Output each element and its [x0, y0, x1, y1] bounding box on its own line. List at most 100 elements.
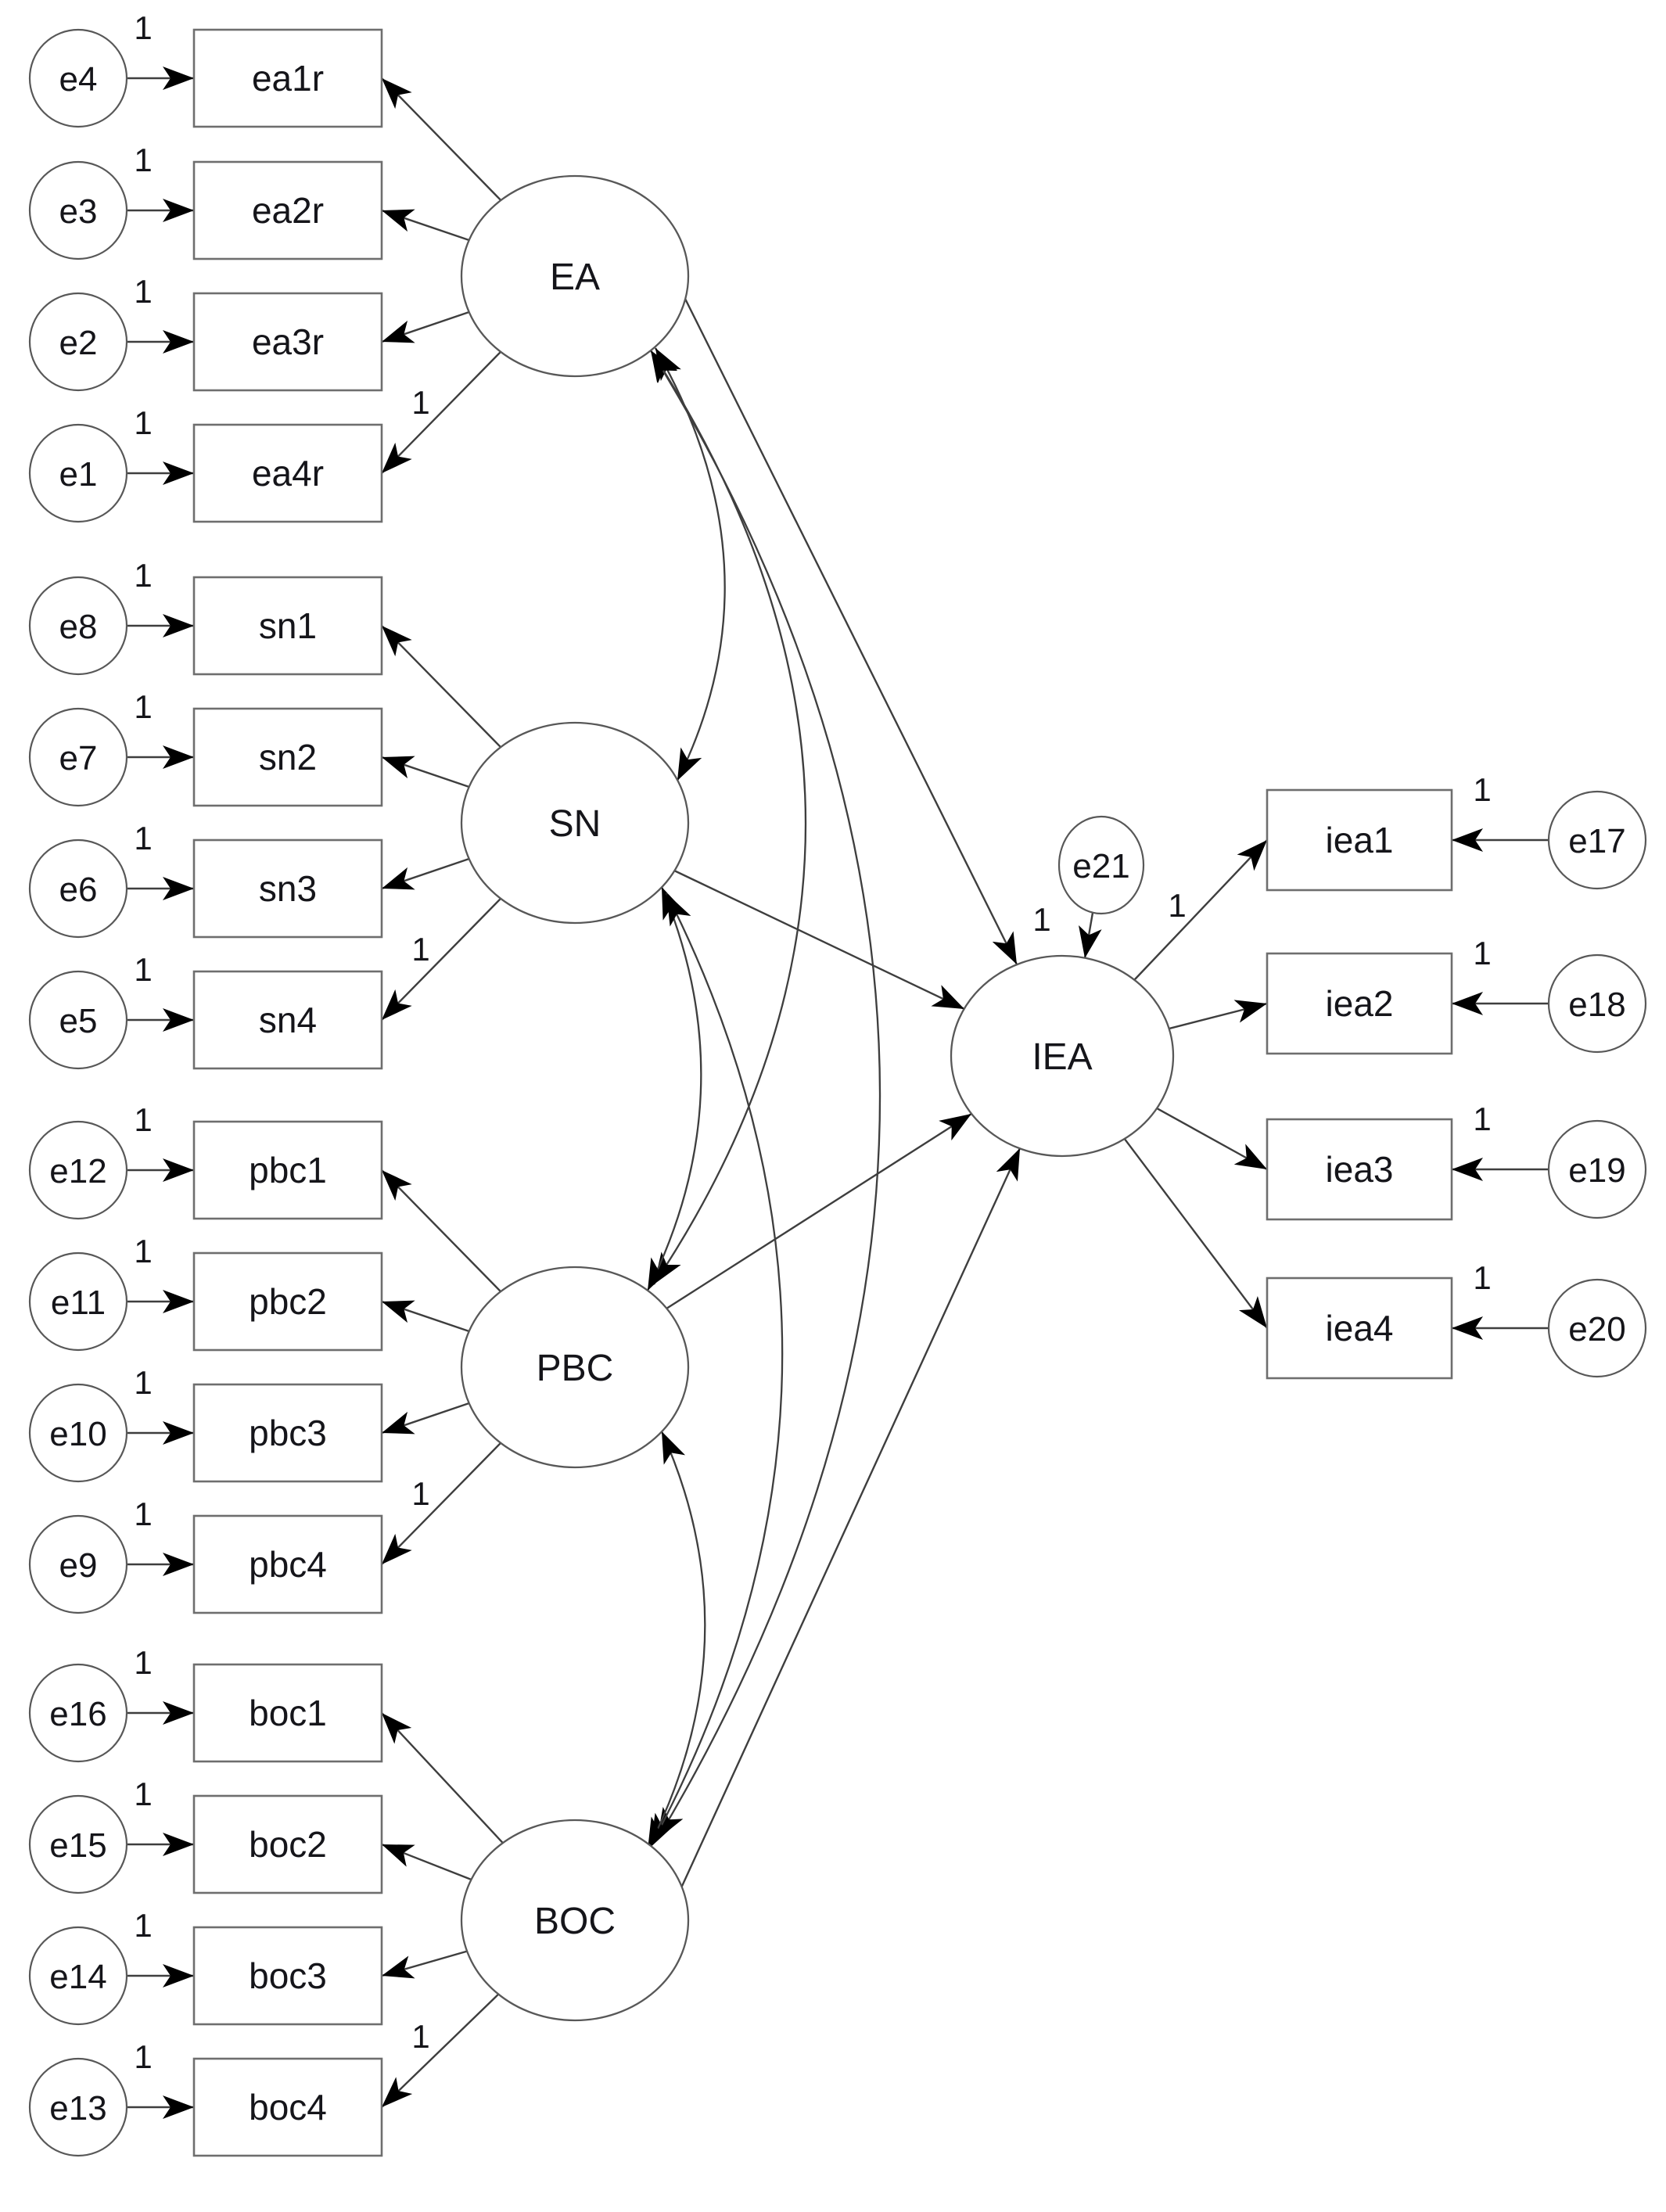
loading-EA-ea1r — [381, 77, 502, 201]
error-label-e14: e14 — [49, 1958, 106, 1996]
indicator-label-iea1: iea1 — [1326, 820, 1394, 860]
loading-BOC-boc2 — [381, 1843, 472, 1881]
error-circle-e21 — [1057, 815, 1145, 915]
one-label-e14: 1 — [134, 1907, 152, 1944]
error-label-e10: e10 — [49, 1415, 106, 1453]
one-label-e9: 1 — [134, 1496, 152, 1532]
latent-ellipse-PBC — [460, 1266, 690, 1469]
loading-IEA-iea2 — [1169, 1000, 1268, 1030]
loading-IEA-iea1 — [1133, 839, 1268, 981]
one-label-e15: 1 — [134, 1776, 152, 1812]
loading-BOC-boc3 — [381, 1950, 468, 1979]
one-label-e16: 1 — [134, 1644, 152, 1681]
one-label-e6: 1 — [134, 820, 152, 856]
loading-PBC-pbc1 — [381, 1169, 501, 1293]
one-label-e19: 1 — [1473, 1101, 1491, 1137]
indicator-box-iea1 — [1266, 788, 1453, 892]
error-circle-e9 — [28, 1514, 128, 1614]
indicator-box-ea3r — [192, 292, 383, 392]
one-label-e10: 1 — [134, 1364, 152, 1401]
covariance-EA-SN — [655, 347, 726, 781]
error-label-e17: e17 — [1568, 822, 1625, 860]
indicator-label-sn1: sn1 — [259, 605, 317, 646]
error-circle-e4 — [28, 28, 128, 128]
error-circle-e14 — [28, 1926, 128, 2026]
loading-SN-sn4 — [381, 897, 501, 1021]
error-label-e16: e16 — [49, 1695, 106, 1733]
indicator-box-ea1r — [192, 28, 383, 128]
indicator-label-pbc1: pbc1 — [249, 1150, 327, 1190]
error-label-e20: e20 — [1568, 1310, 1625, 1348]
error-label-e13: e13 — [49, 2089, 106, 2128]
error-circle-e5 — [28, 970, 128, 1070]
latent-ellipse-SN — [460, 721, 690, 925]
indicator-box-iea4 — [1266, 1277, 1453, 1380]
indicator-box-iea3 — [1266, 1118, 1453, 1221]
one-label-e8: 1 — [134, 557, 152, 594]
error-circle-e12 — [28, 1120, 128, 1220]
one-label-e4: 1 — [134, 9, 152, 46]
indicator-box-pbc1 — [192, 1120, 383, 1220]
loading-PBC-pbc2 — [381, 1300, 470, 1333]
error-label-e8: e8 — [59, 608, 98, 646]
indicator-label-boc2: boc2 — [249, 1824, 327, 1865]
one-label-loading-IEA: 1 — [1168, 887, 1186, 924]
one-label-e20: 1 — [1473, 1259, 1491, 1296]
latent-ellipse-EA — [460, 174, 690, 378]
indicator-box-sn4 — [192, 970, 383, 1070]
loading-BOC-boc1 — [381, 1712, 504, 1844]
error-circle-e8 — [28, 576, 128, 676]
indicator-box-boc4 — [192, 2057, 383, 2157]
one-label-e18: 1 — [1473, 935, 1491, 971]
loading-SN-sn3 — [381, 857, 470, 890]
error-label-e7: e7 — [59, 739, 98, 777]
indicator-label-sn3: sn3 — [259, 868, 317, 909]
one-label-e11: 1 — [134, 1233, 152, 1269]
one-label-loading-EA: 1 — [411, 384, 429, 421]
one-label-e5: 1 — [134, 951, 152, 988]
path-e21-IEA — [1079, 912, 1102, 959]
covariance-PBC-BOC — [646, 1431, 706, 1851]
one-label-e17: 1 — [1473, 771, 1491, 808]
indicator-box-boc1 — [192, 1663, 383, 1763]
error-label-e3: e3 — [59, 192, 98, 231]
loading-PBC-pbc3 — [381, 1402, 470, 1435]
indicator-box-boc2 — [192, 1794, 383, 1894]
latent-label-BOC: BOC — [534, 1901, 616, 1942]
one-label-e13: 1 — [134, 2038, 152, 2075]
covariance-EA-BOC — [650, 350, 881, 1840]
error-circle-e6 — [28, 838, 128, 939]
indicator-box-sn2 — [192, 707, 383, 807]
loading-BOC-boc4 — [381, 1993, 500, 2108]
latent-label-IEA: IEA — [1032, 1036, 1092, 1078]
latent-label-SN: SN — [549, 803, 601, 845]
one-label-e2: 1 — [134, 273, 152, 310]
error-label-e4: e4 — [59, 60, 98, 99]
one-label-e1: 1 — [134, 404, 152, 441]
error-label-e15: e15 — [49, 1826, 106, 1865]
error-label-e1: e1 — [59, 455, 98, 494]
loading-EA-ea3r — [381, 311, 470, 343]
error-circle-e15 — [28, 1794, 128, 1894]
loading-EA-ea4r — [381, 350, 501, 474]
path-PBC-IEA — [666, 1112, 972, 1310]
error-label-e19: e19 — [1568, 1151, 1625, 1190]
path-EA-IEA — [683, 296, 1018, 965]
loading-PBC-pbc4 — [381, 1442, 501, 1565]
indicator-box-sn1 — [192, 576, 383, 676]
loading-IEA-iea4 — [1123, 1138, 1268, 1329]
loading-SN-sn2 — [381, 756, 470, 788]
indicator-box-iea2 — [1266, 952, 1453, 1055]
indicator-box-pbc2 — [192, 1251, 383, 1352]
indicator-label-ea2r: ea2r — [252, 190, 324, 231]
indicator-box-sn3 — [192, 838, 383, 939]
error-label-e6: e6 — [59, 871, 98, 909]
indicator-box-ea2r — [192, 160, 383, 260]
error-circle-e17 — [1547, 790, 1647, 890]
error-circle-e16 — [28, 1663, 128, 1763]
path-BOC-IEA — [677, 1147, 1022, 1894]
loading-EA-ea2r — [381, 209, 470, 242]
latent-label-PBC: PBC — [537, 1348, 614, 1389]
error-circle-e20 — [1547, 1278, 1647, 1378]
